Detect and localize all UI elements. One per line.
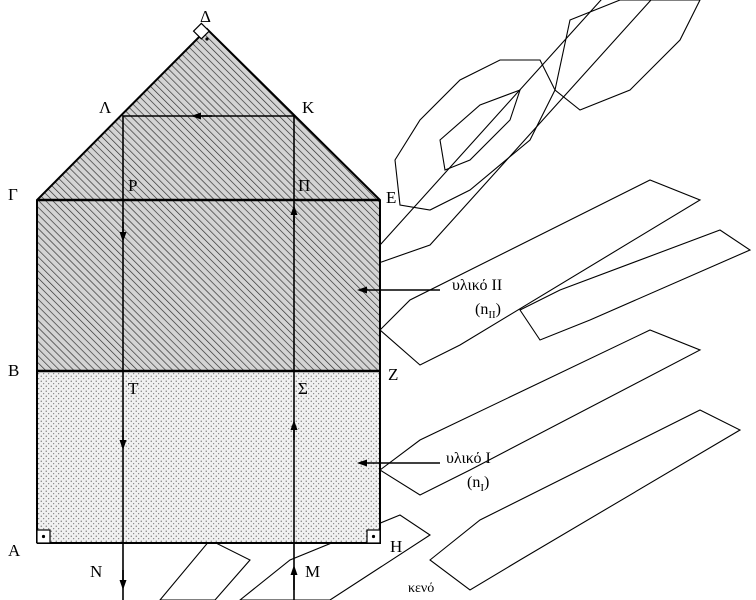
label-pi: Π <box>298 176 310 195</box>
material-one-name: υλικό Ι <box>446 450 491 467</box>
label-sigma: Σ <box>298 379 308 398</box>
light-ray <box>119 112 298 600</box>
label-lambda: Λ <box>99 98 112 117</box>
point-labels: Δ Λ Κ Γ Ε Ρ Π Β Ζ Τ Σ Α Η Ν Μ <box>8 7 402 581</box>
label-zeta: Ζ <box>388 365 398 384</box>
material-two-index: (nΙΙ) <box>475 301 501 321</box>
prism-outline <box>36 27 381 544</box>
vacuum-label: κενό <box>408 581 434 596</box>
label-kappa: Κ <box>302 98 315 117</box>
label-tau: Τ <box>128 379 139 398</box>
material-two-name: υλικό ΙΙ <box>452 277 502 294</box>
material-one-index: (nΙ) <box>467 474 489 494</box>
label-epsilon: Ε <box>386 188 396 207</box>
label-alpha: Α <box>8 541 21 560</box>
right-angle-markers <box>36 22 381 544</box>
label-beta: Β <box>8 361 19 380</box>
watermark <box>159 0 752 600</box>
label-rho: Ρ <box>128 176 137 195</box>
label-mu: Μ <box>305 562 320 581</box>
label-gamma: Γ <box>8 185 18 204</box>
label-eta: Η <box>390 537 402 556</box>
label-delta: Δ <box>200 7 211 26</box>
callout-arrows <box>357 286 440 467</box>
label-nu: Ν <box>90 562 102 581</box>
material-one-region <box>37 371 380 543</box>
material-labels: υλικό ΙΙ (nΙΙ) υλικό Ι (nΙ) κενό <box>408 277 502 596</box>
